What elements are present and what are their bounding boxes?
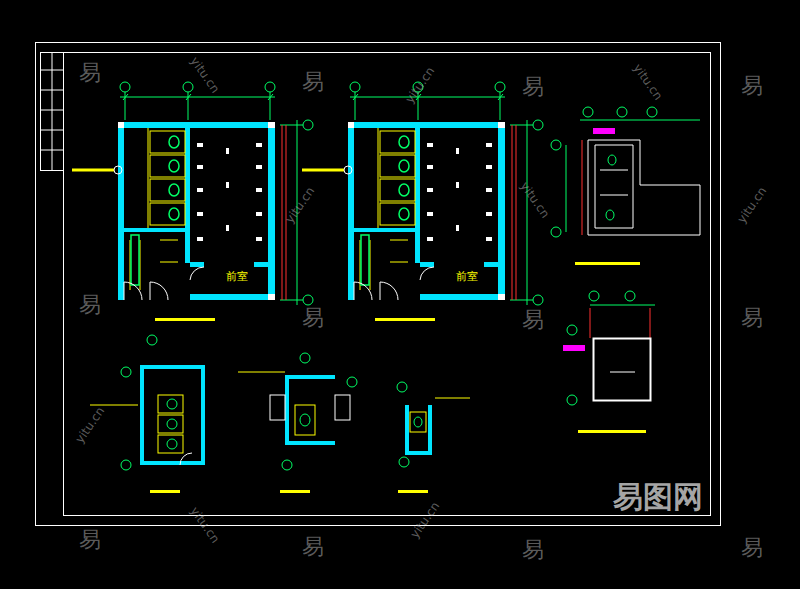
room-name: 前室: [225, 270, 249, 283]
watermark: yitu.cn: [188, 55, 221, 95]
watermark: 易: [522, 76, 544, 98]
watermark: 易: [302, 536, 324, 558]
watermark: 易: [741, 75, 763, 97]
watermark: yitu.cn: [518, 180, 551, 220]
watermark: yitu.cn: [73, 405, 106, 445]
watermark: 易: [741, 307, 763, 329]
watermark: 易: [522, 539, 544, 561]
site-logo: 易图网: [613, 482, 703, 512]
watermark: 易: [741, 537, 763, 559]
watermark: 易: [79, 294, 101, 316]
watermark: yitu.cn: [408, 500, 441, 540]
room-name: 前室: [455, 270, 479, 283]
watermark: yitu.cn: [283, 185, 316, 225]
watermark: yitu.cn: [735, 185, 768, 225]
watermark: yitu.cn: [403, 65, 436, 105]
watermark: 易: [79, 62, 101, 84]
watermark: 易: [522, 309, 544, 331]
watermark: 易: [302, 71, 324, 93]
watermark: 易: [302, 307, 324, 329]
watermark: 易: [79, 529, 101, 551]
watermark: yitu.cn: [631, 62, 664, 102]
